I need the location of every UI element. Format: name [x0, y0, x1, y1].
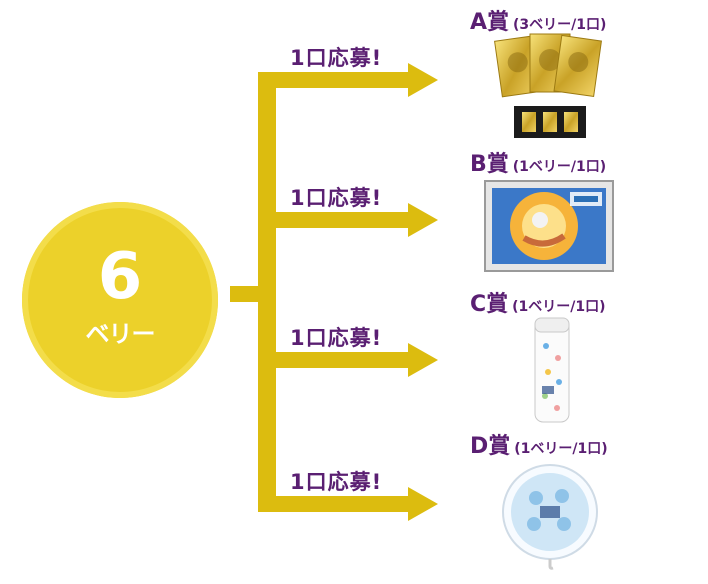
connector-trunk — [258, 72, 276, 512]
prize-cost-a: (3ベリー/1口) — [513, 17, 607, 33]
connector-stub — [230, 286, 264, 302]
prize-name-d: D賞 — [470, 434, 511, 459]
branch-arrow-d-shaft — [258, 496, 414, 512]
prize-d-image — [500, 462, 600, 570]
branch-arrow-a-shaft — [258, 72, 414, 88]
branch-arrow-b-head — [408, 203, 438, 237]
apply-label-c: 1口応募! — [290, 326, 383, 350]
branch-arrow-c-head — [408, 343, 438, 377]
prize-name-a: A賞 — [470, 10, 510, 35]
prize-cost-b: (1ベリー/1口) — [512, 159, 607, 175]
prize-c-image — [526, 316, 578, 424]
berry-unit: ベリー — [85, 320, 156, 348]
branch-arrow-c-shaft — [258, 352, 414, 368]
berry-total-circle: 6 ベリー — [22, 202, 218, 398]
berry-count: 6 — [97, 240, 143, 314]
prize-name-c: C賞 — [470, 292, 509, 317]
prize-name-b: B賞 — [470, 152, 509, 177]
branch-arrow-b-shaft — [258, 212, 414, 228]
apply-label-a: 1口応募! — [290, 46, 383, 70]
prize-label-a: A賞(3ベリー/1口) — [470, 4, 606, 36]
prize-label-b: B賞(1ベリー/1口) — [470, 146, 606, 178]
branch-arrow-d-head — [408, 487, 438, 521]
prize-a-image — [492, 32, 604, 142]
prize-label-d: D賞(1ベリー/1口) — [470, 428, 608, 460]
prize-label-c: C賞(1ベリー/1口) — [470, 286, 606, 318]
prize-b-image — [484, 180, 614, 272]
prize-cost-d: (1ベリー/1口) — [514, 441, 608, 457]
prize-cost-c: (1ベリー/1口) — [512, 299, 606, 315]
apply-label-b: 1口応募! — [290, 186, 383, 210]
branch-arrow-a-head — [408, 63, 438, 97]
apply-label-d: 1口応募! — [290, 470, 383, 494]
